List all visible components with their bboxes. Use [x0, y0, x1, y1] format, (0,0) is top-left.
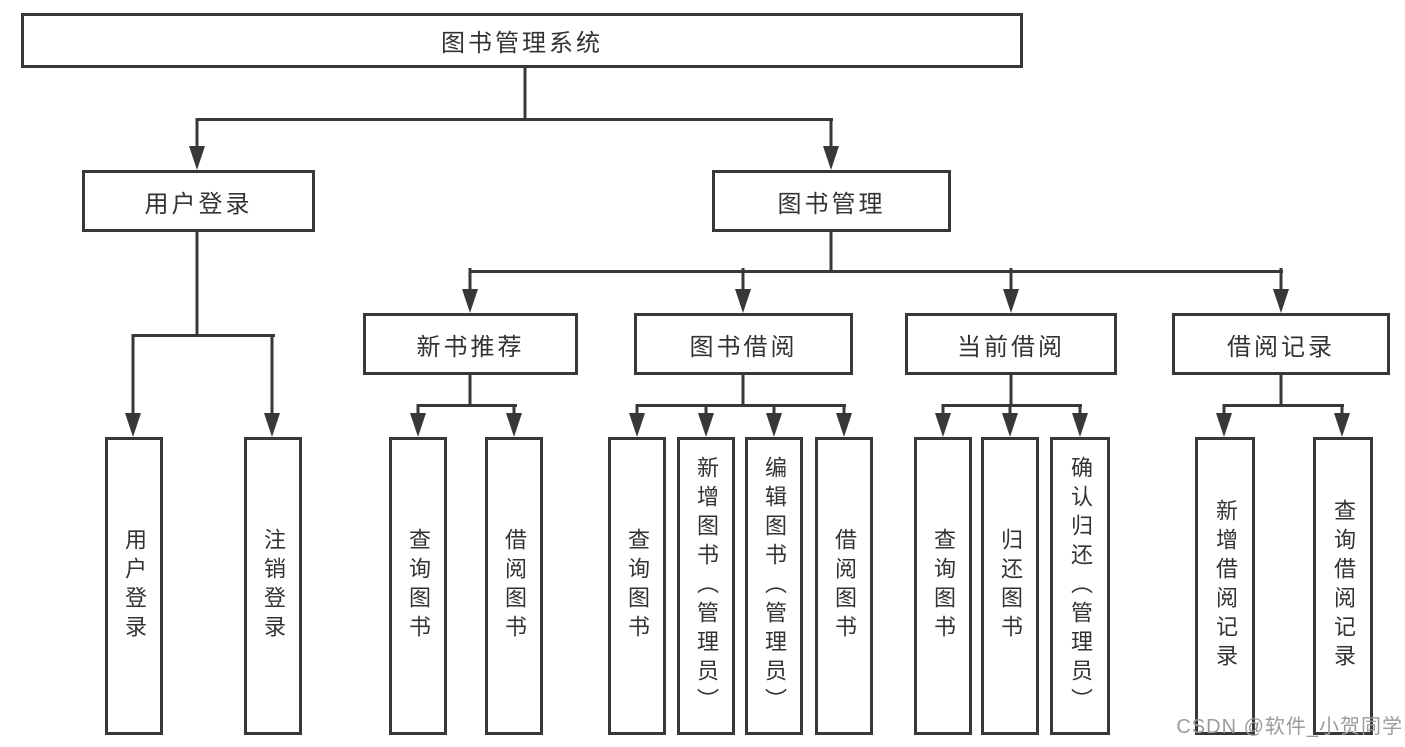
leaf-current-return-books: 归还图书 [981, 437, 1039, 735]
leaf-records-query-record: 查询借阅记录 [1313, 437, 1373, 735]
leaf-records-add-record-label: 新增借阅记录 [1213, 499, 1238, 673]
leaf-logout-label: 注销登录 [261, 528, 286, 644]
connector [741, 268, 745, 292]
connector [772, 404, 776, 415]
connector [829, 118, 833, 150]
connector-user-login-bar [132, 334, 275, 337]
leaf-user-login-label: 用户登录 [122, 528, 147, 644]
connector [1279, 268, 1283, 292]
leaf-borrowing-borrow-books: 借阅图书 [815, 437, 873, 735]
connector [195, 118, 199, 150]
connector [417, 404, 517, 407]
connector-root-drop [523, 67, 527, 120]
leaf-newbook-borrow-books-label: 借阅图书 [502, 528, 527, 644]
leaf-records-query-record-label: 查询借阅记录 [1331, 499, 1356, 673]
connector [1008, 404, 1012, 415]
connector [942, 404, 1082, 407]
node-new-book-recommend: 新书推荐 [363, 313, 578, 375]
connector [512, 404, 516, 415]
leaf-current-confirm-return: 确认归还（管理员） [1050, 437, 1110, 735]
arrow-down-icon [1072, 413, 1088, 437]
arrow-down-icon [698, 413, 714, 437]
node-borrow-records-label: 借阅记录 [1227, 333, 1335, 361]
connector [635, 404, 639, 415]
connector [131, 334, 135, 415]
connector [941, 404, 945, 415]
connector [1078, 404, 1082, 415]
arrow-down-icon [125, 413, 141, 437]
arrow-down-icon [1216, 413, 1232, 437]
leaf-current-return-books-label: 归还图书 [998, 528, 1023, 644]
leaf-current-query-books: 查询图书 [914, 437, 972, 735]
node-book-borrowing-label: 图书借阅 [689, 333, 798, 361]
arrow-down-icon [506, 413, 522, 437]
node-root-label: 图书管理系统 [441, 30, 603, 57]
arrow-down-icon [410, 413, 426, 437]
arrow-down-icon [1334, 413, 1350, 437]
connector [636, 404, 846, 407]
arrow-down-icon [629, 413, 645, 437]
node-book-management: 图书管理 [712, 170, 951, 232]
node-user-login: 用户登录 [82, 170, 315, 232]
connector [416, 404, 420, 415]
connector [1340, 404, 1344, 415]
connector [842, 404, 846, 415]
node-current-borrowing: 当前借阅 [905, 313, 1117, 375]
leaf-borrowing-add-books-label: 新增图书（管理员） [694, 455, 719, 717]
node-root: 图书管理系统 [21, 13, 1023, 68]
arrow-down-icon [1003, 289, 1019, 313]
node-user-login-label: 用户登录 [144, 190, 253, 218]
connector [1222, 404, 1226, 415]
leaf-borrowing-edit-books-label: 编辑图书（管理员） [762, 455, 787, 717]
leaf-borrowing-add-books: 新增图书（管理员） [677, 437, 735, 735]
node-current-borrowing-label: 当前借阅 [957, 333, 1065, 361]
arrow-down-icon [264, 413, 280, 437]
node-new-book-recommend-label: 新书推荐 [416, 333, 525, 361]
leaf-borrowing-query-books: 查询图书 [608, 437, 666, 735]
connector [1223, 404, 1344, 407]
connector-user-login-drop [195, 230, 199, 336]
arrow-down-icon [1273, 289, 1289, 313]
node-book-management-label: 图书管理 [777, 190, 886, 218]
leaf-borrowing-query-books-label: 查询图书 [625, 528, 650, 644]
arrow-down-icon [735, 289, 751, 313]
node-book-borrowing: 图书借阅 [634, 313, 853, 375]
arrow-down-icon [462, 289, 478, 313]
connector [704, 404, 708, 415]
arrow-down-icon [766, 413, 782, 437]
leaf-newbook-borrow-books: 借阅图书 [485, 437, 543, 735]
leaf-logout: 注销登录 [244, 437, 302, 735]
connector [1009, 268, 1013, 292]
leaf-newbook-query-books: 查询图书 [389, 437, 447, 735]
arrow-down-icon [836, 413, 852, 437]
leaf-user-login: 用户登录 [105, 437, 163, 735]
connector [1009, 375, 1013, 406]
arrow-down-icon [1002, 413, 1018, 437]
connector [1279, 373, 1283, 406]
connector-level3-bar [469, 270, 1283, 273]
node-borrow-records: 借阅记录 [1172, 313, 1390, 375]
arrow-down-icon [189, 146, 205, 170]
watermark: CSDN @软件_小贺同学 [1176, 716, 1403, 738]
leaf-borrowing-edit-books: 编辑图书（管理员） [745, 437, 803, 735]
connector [741, 373, 745, 406]
leaf-records-add-record: 新增借阅记录 [1195, 437, 1255, 735]
connector-level2-bar [196, 118, 833, 121]
leaf-newbook-query-books-label: 查询图书 [406, 528, 431, 644]
leaf-current-confirm-return-label: 确认归还（管理员） [1068, 455, 1093, 717]
arrow-down-icon [935, 413, 951, 437]
leaf-borrowing-borrow-books-label: 借阅图书 [832, 528, 857, 644]
arrow-down-icon [823, 146, 839, 170]
connector [468, 268, 472, 292]
connector [270, 334, 274, 415]
connector [468, 373, 472, 406]
connector-book-mgmt-drop [829, 230, 833, 272]
leaf-current-query-books-label: 查询图书 [931, 528, 956, 644]
